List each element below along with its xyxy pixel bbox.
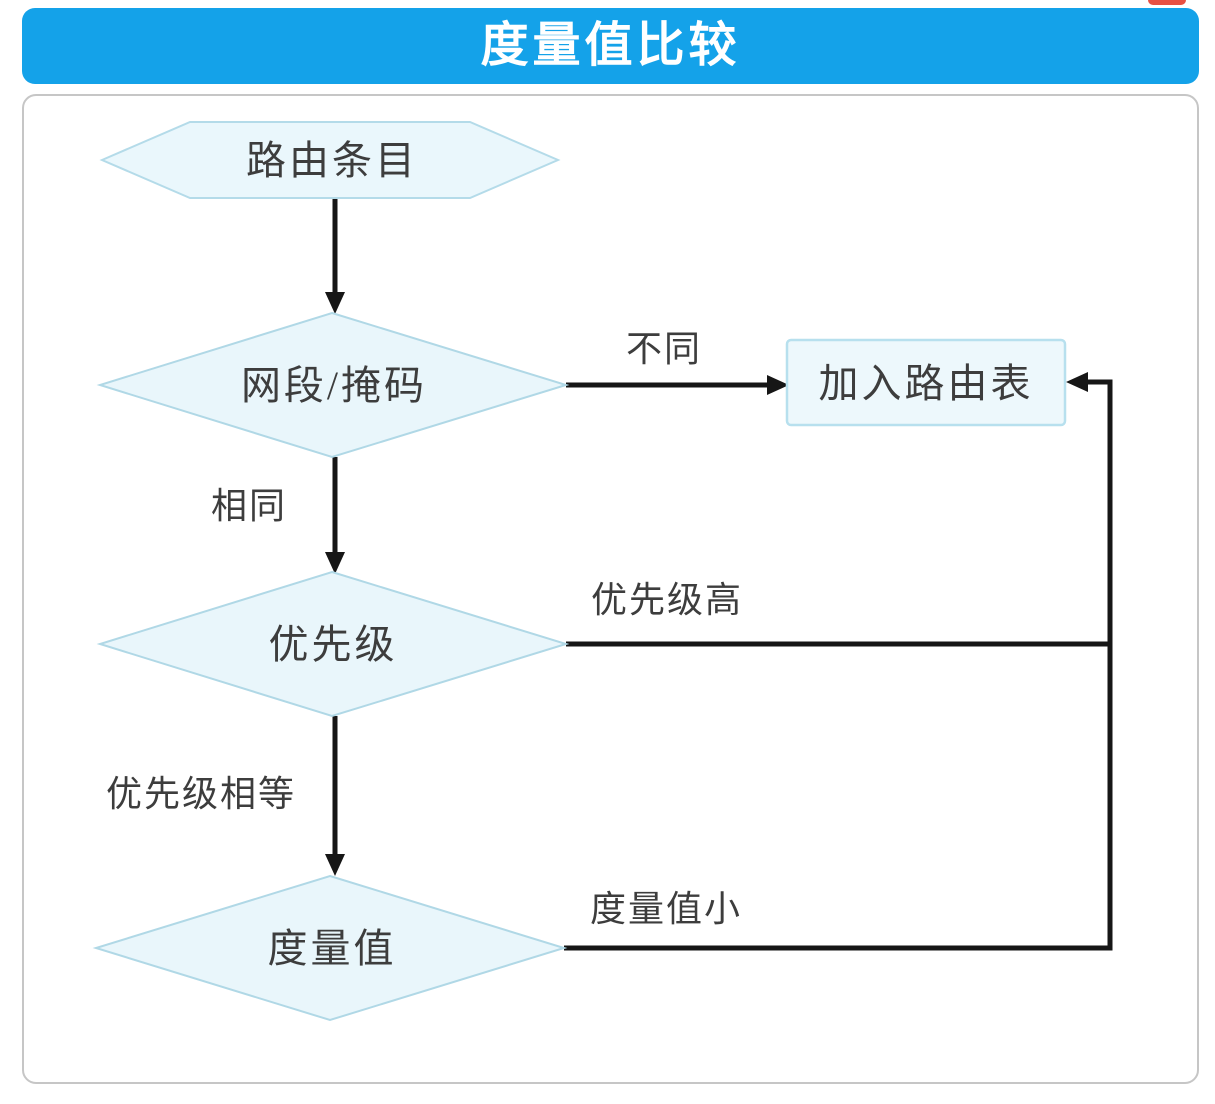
top-edge-red-fragment xyxy=(1148,0,1186,5)
edge-label-same: 相同 xyxy=(210,486,288,526)
edge-label-priority-high: 优先级高 xyxy=(590,580,744,620)
arrowhead-into-metric xyxy=(325,854,345,876)
node-label-route-entry: 路由条目 xyxy=(246,138,418,183)
arrowhead-into-add-table-left xyxy=(767,375,789,395)
node-label-priority: 优先级 xyxy=(268,622,398,667)
network-mask-decision-shape xyxy=(96,311,570,459)
node-label-network-mask: 网段/掩码 xyxy=(240,363,428,408)
title-bar: 度量值比较 xyxy=(22,8,1199,84)
route-entry-hexagon-shape xyxy=(99,121,561,199)
edge-metric-loop-to-add-table xyxy=(564,379,1113,951)
node-label-metric: 度量值 xyxy=(267,926,397,971)
add-routing-table-shape xyxy=(785,338,1067,427)
priority-decision-shape xyxy=(96,570,570,718)
arrowhead-into-network-mask xyxy=(325,292,345,314)
arrowhead-into-priority xyxy=(325,552,345,574)
page-title: 度量值比较 xyxy=(480,19,741,72)
metric-decision-shape xyxy=(92,874,568,1022)
node-label-add-routing-table: 加入路由表 xyxy=(818,361,1034,406)
edge-label-priority-equal: 优先级相等 xyxy=(105,774,297,814)
arrowhead-into-add-table-right xyxy=(1066,372,1088,392)
edge-label-metric-small: 度量值小 xyxy=(589,889,743,929)
edge-label-different: 不同 xyxy=(625,329,703,369)
